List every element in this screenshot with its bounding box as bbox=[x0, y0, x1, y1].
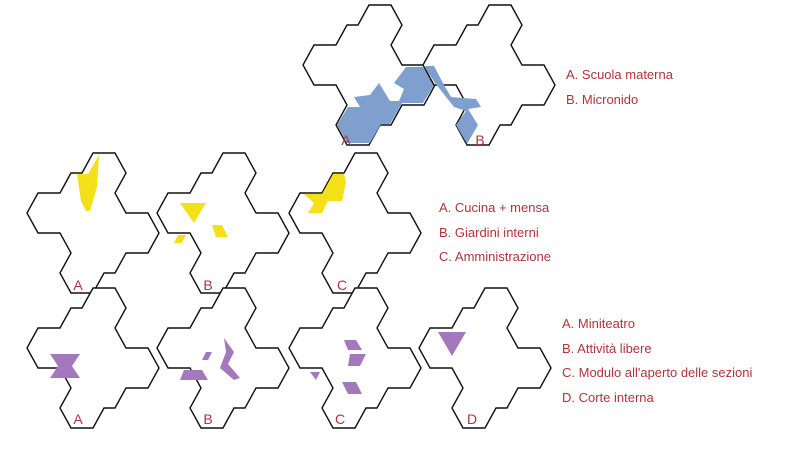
row2-label-a: A bbox=[73, 277, 83, 293]
plan-row2-b bbox=[156, 152, 290, 294]
giardino-interno-3 bbox=[174, 235, 186, 243]
row3-label-b: B bbox=[203, 411, 212, 427]
plan-row1-b bbox=[422, 4, 556, 146]
legend-item: A. Miniteatro bbox=[562, 316, 635, 331]
modulo-aperto-1 bbox=[344, 340, 362, 350]
scuola-materna-area bbox=[337, 67, 434, 143]
row2-label-c: C bbox=[337, 277, 347, 293]
plan-row1-a bbox=[302, 4, 436, 146]
plan-row3-c bbox=[288, 287, 422, 429]
row2-label-b: B bbox=[203, 277, 212, 293]
legend-item: D. Corte interna bbox=[562, 389, 654, 405]
row3-label-c: C bbox=[335, 411, 345, 427]
micronido-area bbox=[424, 66, 481, 144]
corte-interna-area bbox=[438, 332, 466, 356]
giardino-interno-2 bbox=[212, 225, 228, 237]
plan-row2-c bbox=[288, 152, 422, 294]
row1-label-b: B bbox=[475, 132, 484, 148]
plan-row3-d bbox=[418, 287, 552, 429]
attivita-libere-2 bbox=[180, 370, 208, 380]
plan-row2-a bbox=[26, 152, 160, 294]
legend-item: B. Micronido bbox=[566, 91, 639, 107]
giardino-interno-1 bbox=[180, 203, 206, 223]
legend-item: B. Attività libere bbox=[562, 340, 652, 356]
legend-row2: A. Cucina + mensa B. Giardini interni C.… bbox=[439, 196, 551, 270]
plan-row3-a bbox=[26, 287, 160, 429]
miniteatro-area bbox=[50, 354, 80, 378]
row3-label-d: D bbox=[467, 411, 477, 427]
modulo-aperto-3 bbox=[310, 372, 320, 380]
legend-row1: A. Scuola materna B. Micronido bbox=[566, 63, 673, 112]
legend-row3: A. Miniteatro B. Attività libere C. Modu… bbox=[562, 312, 752, 410]
legend-item: B. Giardini interni bbox=[439, 224, 539, 240]
attivita-libere-3 bbox=[202, 352, 212, 360]
attivita-libere-1 bbox=[220, 338, 240, 380]
legend-item: A. Cucina + mensa bbox=[439, 200, 550, 215]
amministrazione-area bbox=[304, 174, 346, 213]
legend-item: A. Scuola materna bbox=[566, 67, 673, 82]
legend-item: C. Modulo all'aperto delle sezioni bbox=[562, 365, 753, 380]
legend-item: C. Amministrazione bbox=[439, 249, 551, 264]
cucina-mensa-area bbox=[77, 155, 99, 211]
modulo-aperto-4 bbox=[342, 382, 362, 394]
row1-label-a: A bbox=[341, 132, 351, 148]
modulo-aperto-2 bbox=[348, 354, 366, 366]
plan-row3-b bbox=[156, 287, 290, 429]
row3-label-a: A bbox=[73, 411, 83, 427]
